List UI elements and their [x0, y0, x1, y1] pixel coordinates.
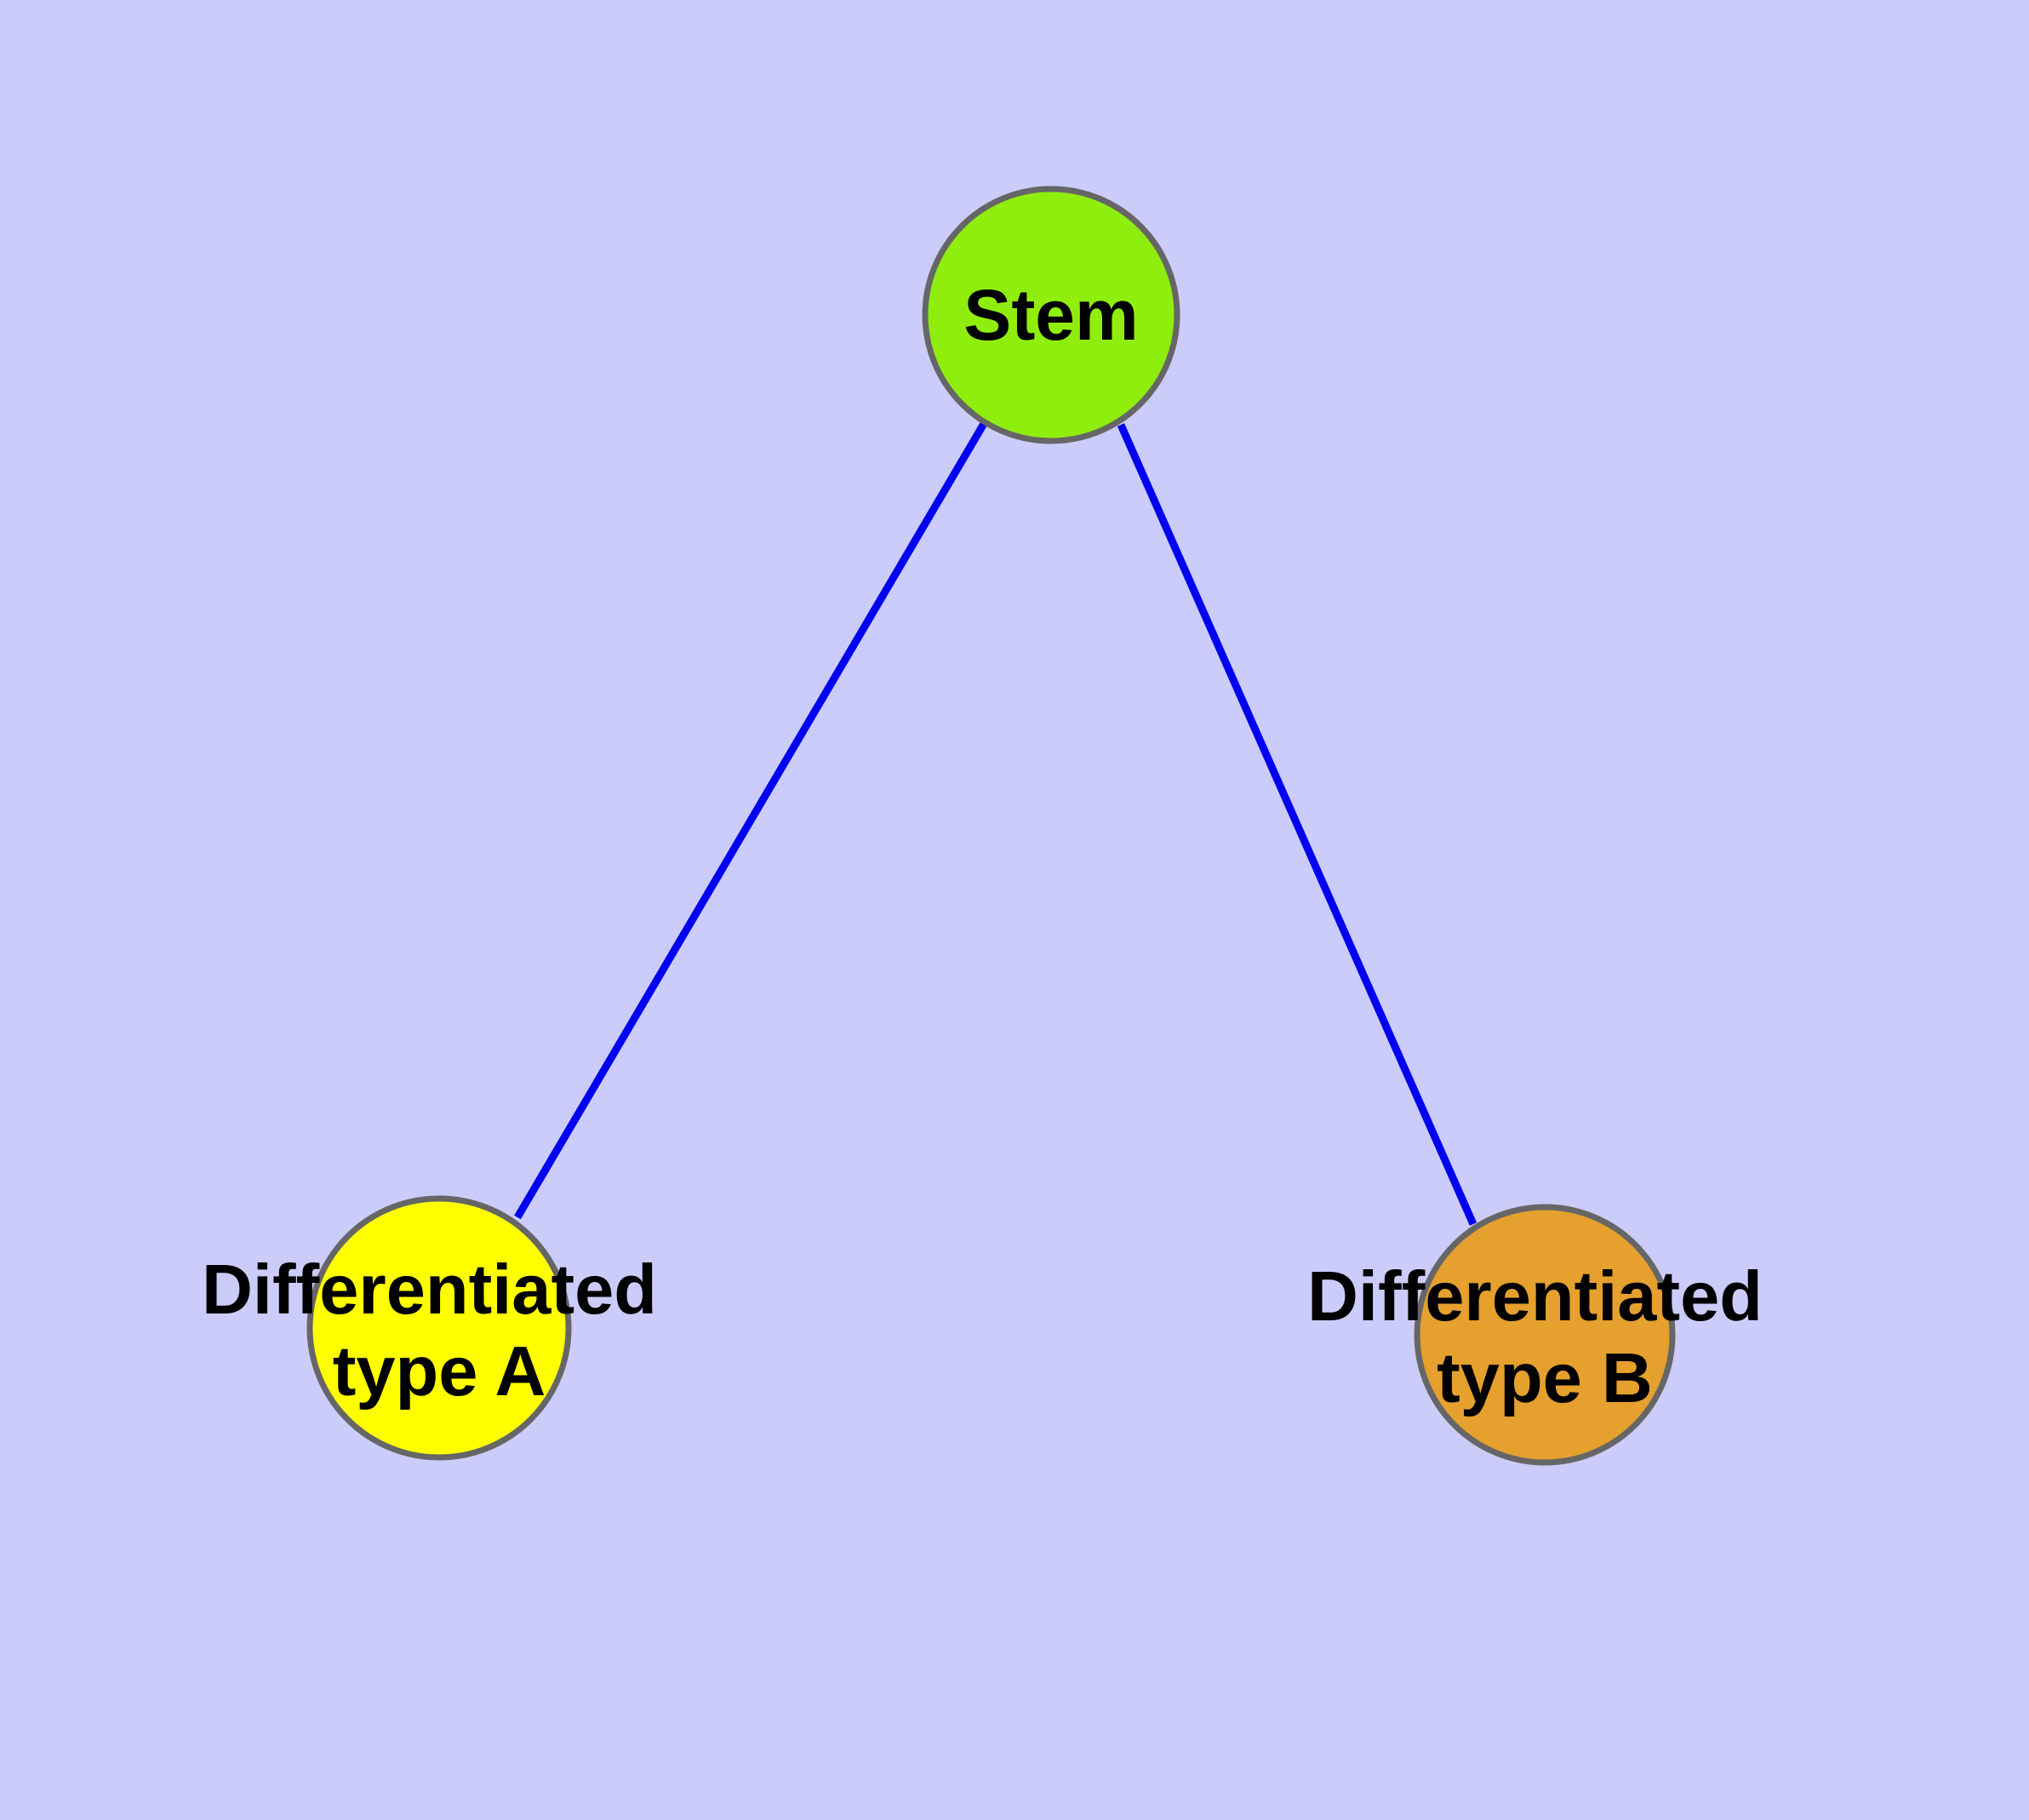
node-diff-b-label-line-1: Differentiated — [1307, 1256, 1763, 1336]
node-layer — [306, 186, 1676, 1466]
edge-stem-to-diff-b[interactable] — [1117, 423, 1477, 1226]
node-diff-b-circle[interactable] — [1414, 1204, 1676, 1466]
node-stem-label-line-1: Stem — [963, 275, 1138, 355]
node-diff-b-label-line-2: type B — [1437, 1338, 1653, 1417]
node-diff-a-label: Differentiated type A — [202, 1250, 677, 1411]
node-differentiated-type-a[interactable] — [306, 1195, 572, 1461]
edge-stem-to-diff-a[interactable] — [514, 420, 988, 1220]
node-diff-a-circle[interactable] — [306, 1195, 572, 1461]
edge-layer — [514, 420, 1477, 1226]
node-stem[interactable] — [922, 186, 1180, 444]
node-diff-a-label-line-2: type A — [333, 1331, 546, 1411]
label-layer: Stem Differentiated type A Differentiate… — [202, 275, 1782, 1417]
node-diff-a-label-line-1: Differentiated — [202, 1250, 657, 1329]
node-diff-b-label: Differentiated type B — [1307, 1256, 1782, 1417]
node-stem-circle[interactable] — [922, 186, 1180, 444]
node-differentiated-type-b[interactable] — [1414, 1204, 1676, 1466]
node-stem-label: Stem — [963, 275, 1138, 355]
